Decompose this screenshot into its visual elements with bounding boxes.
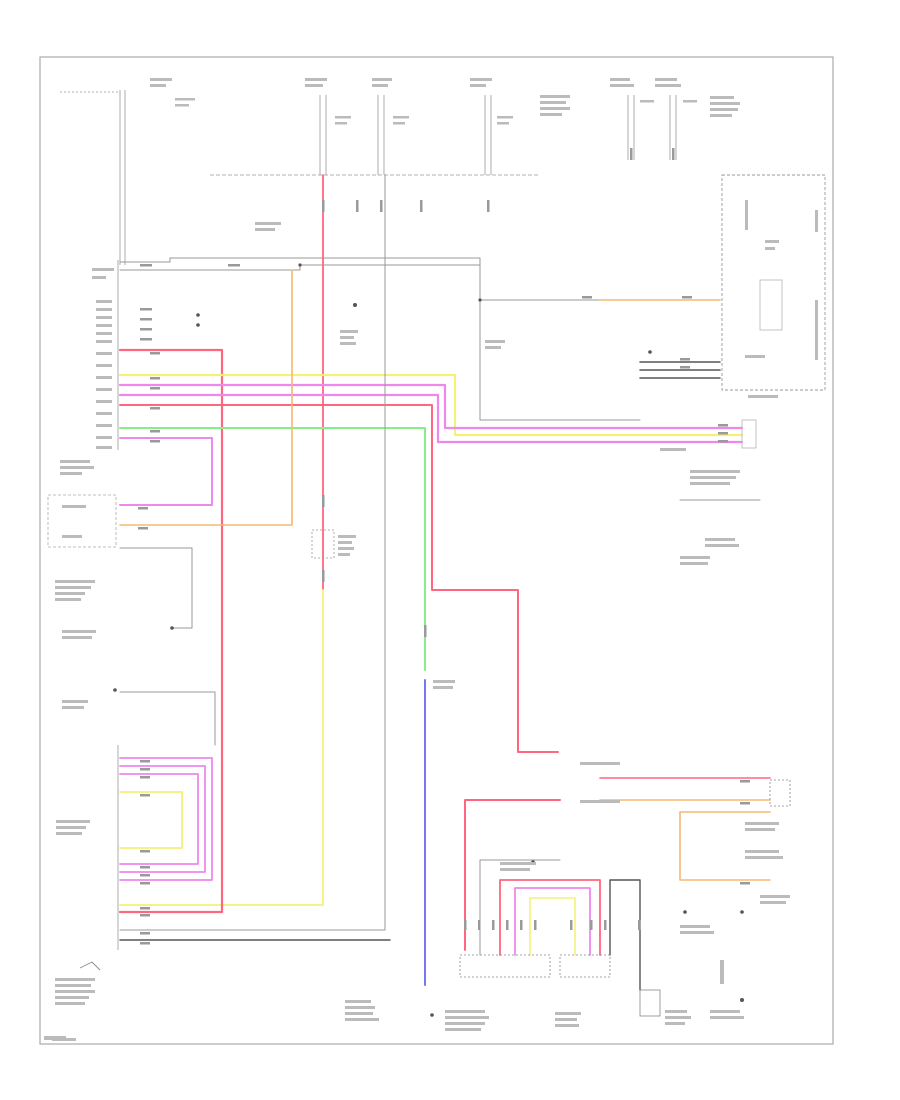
wire-orange-switch (119, 269, 293, 526)
main-ecu-connector (92, 260, 119, 450)
wire-yellow-br (529, 897, 576, 956)
wire-magenta-switch (119, 437, 213, 506)
wire-yellow-fuse (119, 589, 324, 906)
wire-harness (118, 174, 771, 991)
wire-magenta-2 (118, 393, 744, 444)
diagram-frame (39, 56, 834, 1045)
fuse-row-top (60, 90, 677, 265)
wire-red-lower (119, 404, 559, 753)
wire-yellow-low (119, 791, 183, 849)
wire-green (119, 427, 426, 671)
wire-gray-low-2 (119, 691, 216, 746)
wire-orange-br (679, 811, 771, 881)
wire-gray-low-1 (119, 174, 386, 931)
right-sensor-connector (660, 419, 757, 565)
splice-points (113, 263, 744, 1017)
fuse-labels (150, 78, 740, 231)
wire-yellow-main (118, 373, 744, 437)
wire-magenta-low-3 (119, 773, 199, 865)
wire-gray-left-bus (119, 257, 481, 266)
wire-magenta-1 (118, 383, 744, 430)
footer-code-mark (44, 1036, 66, 1040)
bottom-center-labels (345, 762, 790, 1031)
wire-gray-sensor (479, 299, 641, 421)
wire-red-main (118, 348, 224, 914)
wire-gray-top (119, 264, 721, 301)
wire-red-br-2 (499, 879, 601, 956)
wire-tags (138, 148, 750, 945)
wire-red-br (464, 799, 561, 951)
left-switch-block (47, 460, 117, 709)
lower-left-ecu (52, 745, 119, 1041)
wire-dark-br (609, 879, 641, 991)
wire-gray-br (479, 859, 561, 956)
wire-magenta-low-1 (119, 757, 213, 881)
mid-relay (311, 330, 505, 689)
bottom-center-connectors (459, 779, 791, 1017)
wire-magenta-low-2 (119, 765, 206, 873)
module-top-right (721, 174, 826, 398)
wire-gray-switch (119, 547, 193, 629)
